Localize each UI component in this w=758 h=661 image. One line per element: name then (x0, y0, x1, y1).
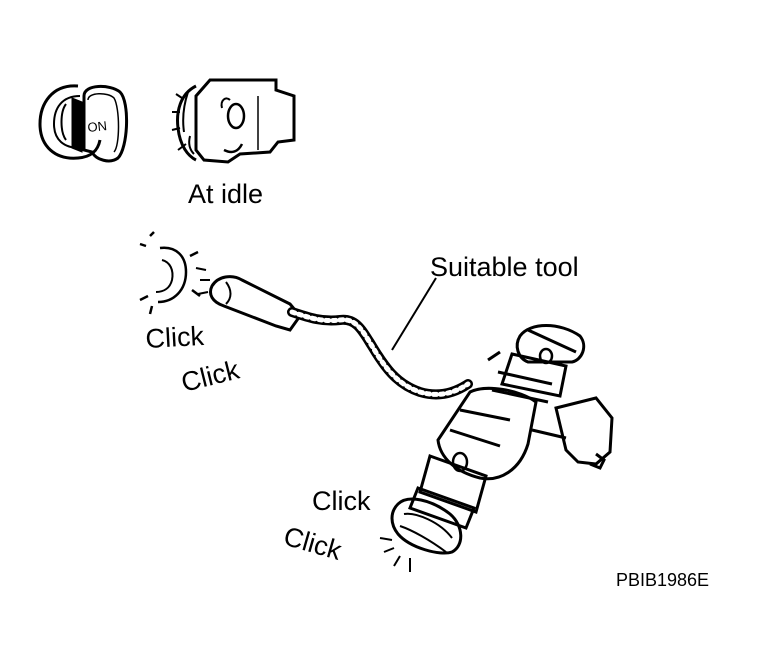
suitable-tool-label: Suitable tool (430, 252, 579, 282)
stethoscope-tool-icon (195, 267, 473, 400)
at-idle-label: At idle (188, 179, 263, 209)
key-on-label: ON (87, 118, 108, 135)
click-label-tool-2: Click (178, 354, 243, 397)
tool-leader-line (391, 277, 437, 351)
click-label-tool-1: Click (145, 321, 205, 354)
ear-icon (139, 231, 201, 315)
fuel-injector-icon (379, 324, 614, 572)
figure-code: PBIB1986E (616, 570, 709, 590)
click-label-injector-2: Click (280, 521, 345, 566)
engine-running-icon (171, 78, 296, 164)
click-label-injector-1: Click (312, 486, 371, 516)
ignition-key-icon (38, 84, 129, 163)
